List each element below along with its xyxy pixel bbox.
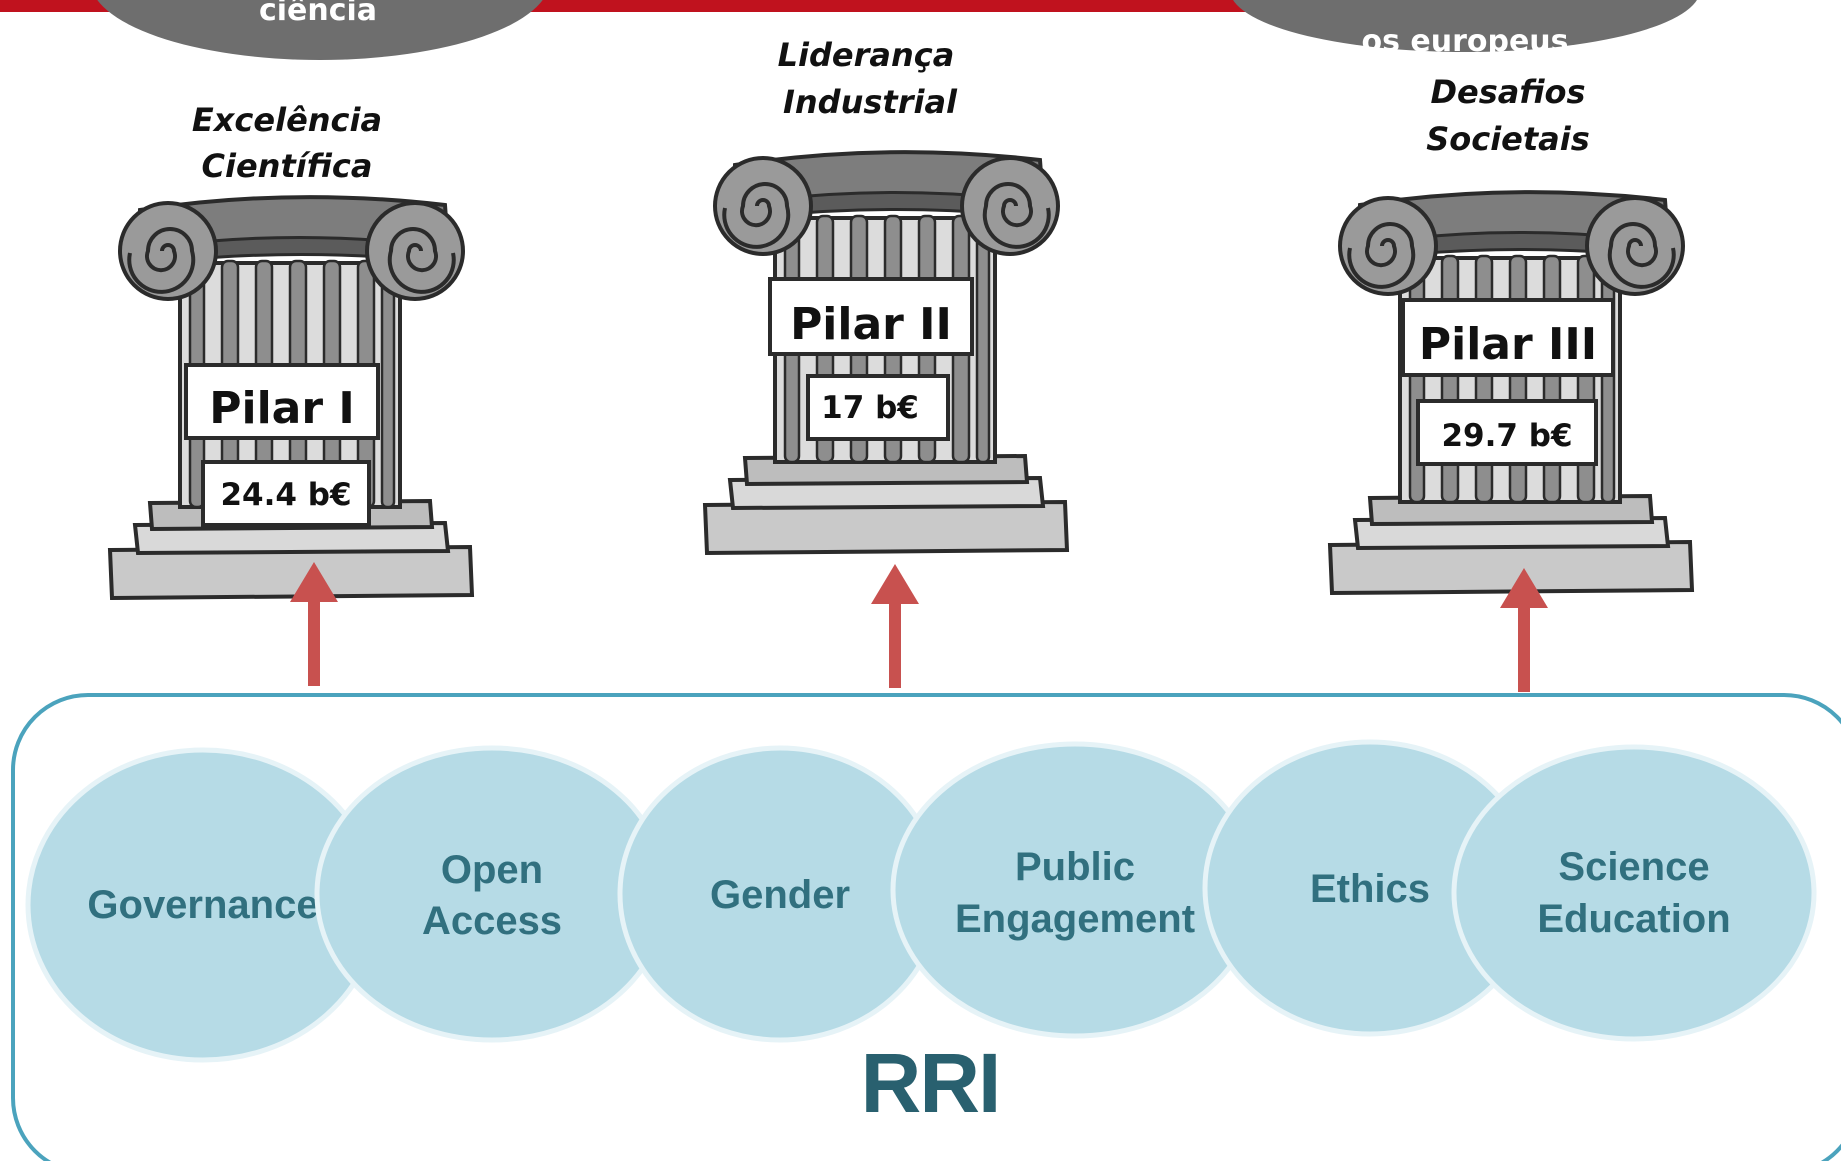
pillar-1-title-line2: Científica xyxy=(202,147,373,185)
pillar-2: Liderança Industrial Pilar II 17 b€ xyxy=(703,36,1069,555)
pillar-2-label-box xyxy=(768,277,974,356)
pillar-2-label: Pilar II xyxy=(790,299,952,350)
pillar-3: Desafios Societais Pilar III 29.7 b€ xyxy=(1328,73,1694,595)
pillar-3-label: Pilar III xyxy=(1419,319,1597,370)
pillar-1-title-line1: Excelência xyxy=(192,101,382,139)
pillar-1-label: Pilar I xyxy=(209,383,355,434)
rri-key-label-line1: Science xyxy=(1558,845,1709,889)
pillar-1-label-box xyxy=(184,363,380,440)
rri-key-label-line1: Ethics xyxy=(1310,867,1430,911)
rri-key-label-line2: Access xyxy=(422,899,562,943)
pillar-1-budget: 24.4 b€ xyxy=(220,477,351,513)
top-left-bubble-text: ciência xyxy=(259,0,377,28)
rri-label: RRI xyxy=(861,1036,1000,1130)
pillar-2-budget: 17 b€ xyxy=(821,390,919,426)
rri-key-public-engagement: Public Engagement xyxy=(890,741,1260,1039)
rri-circles: Governance Open Access Gender Public Eng… xyxy=(25,739,1817,1063)
pillar-3-budget: 29.7 b€ xyxy=(1441,418,1572,454)
rri-key-label-line2: Education xyxy=(1537,897,1730,941)
top-left-bubble: ciência xyxy=(97,0,543,60)
rri-key-label-line1: Public xyxy=(1015,845,1135,889)
rri-key-science-education: Science Education xyxy=(1451,744,1817,1042)
pillar-2-title-line1: Liderança xyxy=(778,36,955,74)
rri-key-open-access: Open Access xyxy=(314,745,670,1043)
pillar-3-budget-box xyxy=(1416,399,1598,466)
pillar-3-title-line1: Desafios xyxy=(1430,73,1585,111)
rri-key-label-line2: Engagement xyxy=(955,897,1195,941)
pillar-1: Excelência Científica Pilar I 24.4 b€ xyxy=(108,101,474,600)
pillar-2-title-line2: Industrial xyxy=(783,83,958,121)
pillar-3-illustration xyxy=(1328,190,1694,595)
pillar-1-budget-box xyxy=(201,460,371,527)
rri-key-label-line1: Gender xyxy=(710,873,850,917)
rri-key-label-line1: Open xyxy=(441,848,543,892)
rri-key-governance: Governance xyxy=(25,747,381,1063)
top-right-bubble-text: os europeus xyxy=(1361,24,1568,59)
arrow-pillar-2 xyxy=(871,564,919,688)
pillar-2-budget-box xyxy=(806,374,950,441)
top-right-bubble: os europeus xyxy=(1233,0,1697,59)
pillar-3-title-line2: Societais xyxy=(1426,120,1590,158)
pillar-3-label-box xyxy=(1401,298,1615,377)
rri-key-label-line1: Governance xyxy=(87,883,318,927)
